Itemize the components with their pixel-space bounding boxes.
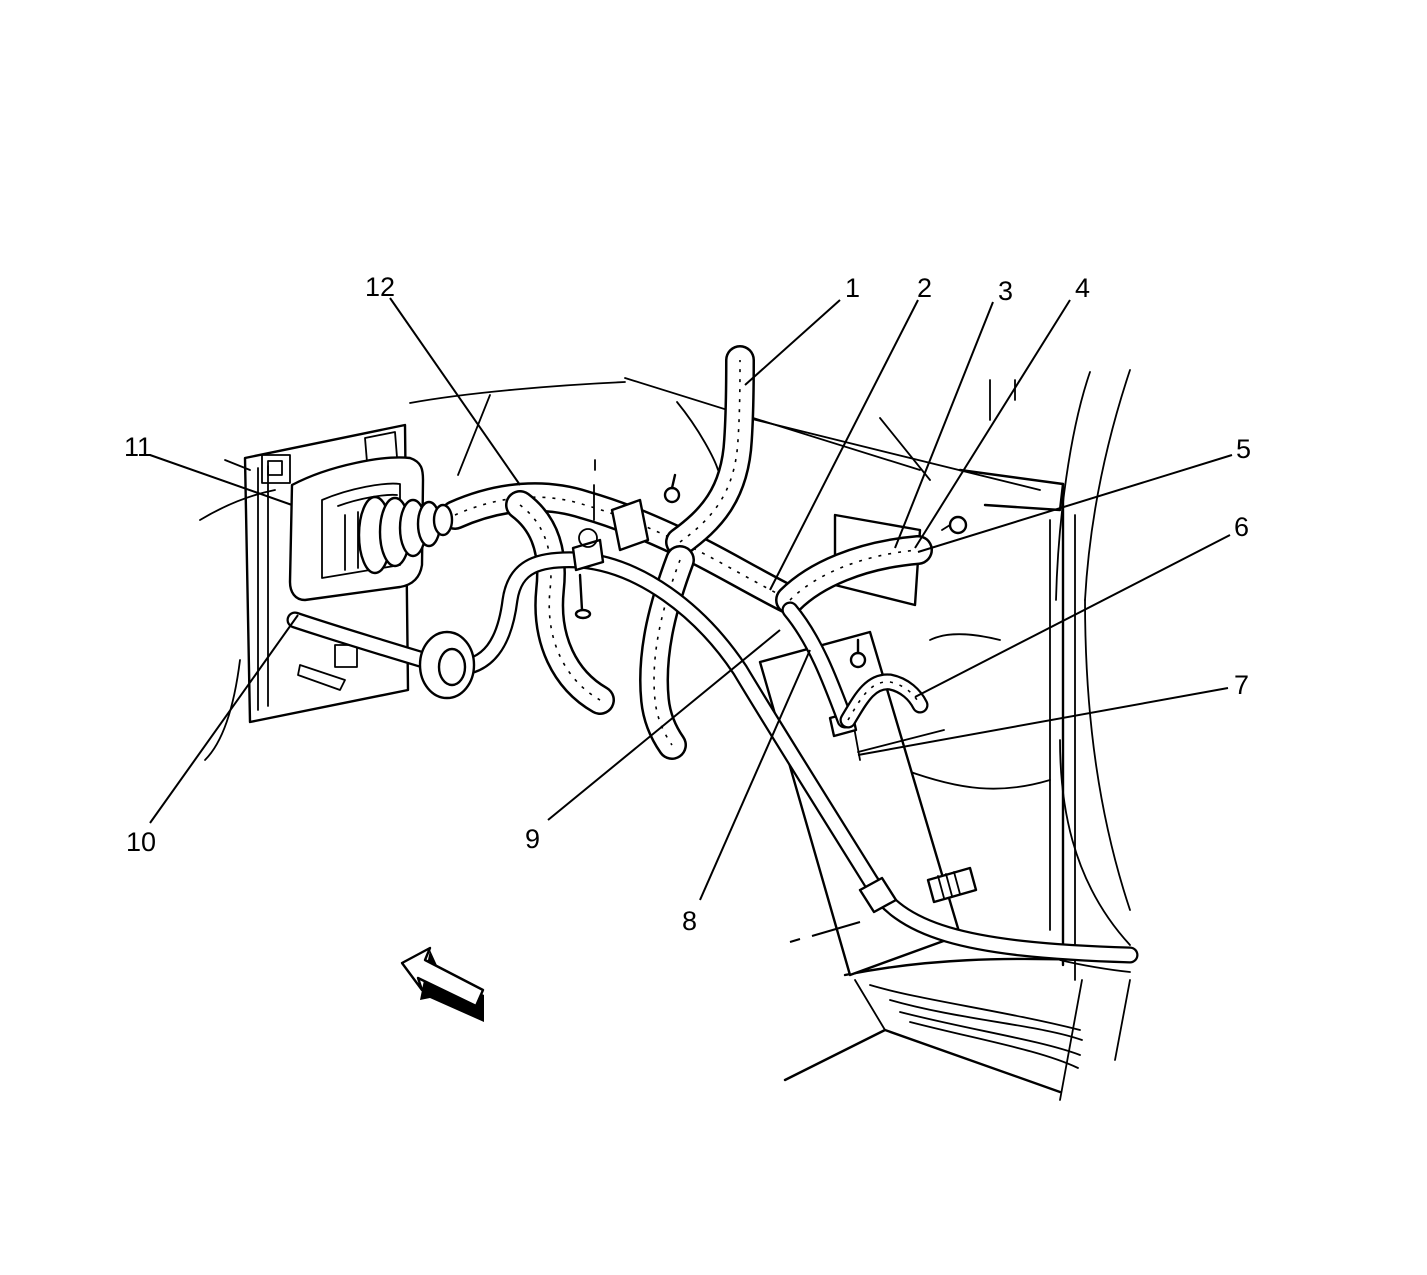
leader-4: [914, 299, 1071, 549]
leader-lines: [149, 297, 1233, 901]
callout-1: 1: [845, 273, 860, 303]
leader-6: [914, 534, 1231, 698]
leader-7: [857, 687, 1229, 756]
callout-3: 3: [998, 276, 1013, 306]
callout-10: 10: [126, 827, 156, 857]
leader-12: [389, 297, 521, 486]
callout-8: 8: [682, 906, 697, 936]
callout-9: 9: [525, 824, 540, 854]
wire-grommet: [418, 630, 476, 700]
callout-2: 2: [917, 273, 932, 303]
leader-10: [149, 614, 299, 824]
leader-8: [699, 649, 811, 901]
leader-11: [149, 454, 293, 506]
harness-bracket: [758, 630, 978, 977]
leader-2: [769, 299, 919, 591]
callout-labels: 1 2 3 4 5 6 7 8 9 10 11 12: [124, 272, 1251, 936]
leader-5: [917, 454, 1233, 553]
callout-11: 11: [124, 432, 152, 462]
view-direction-arrow-icon: [400, 946, 485, 1022]
harness-clips: [571, 459, 898, 943]
callout-5: 5: [1236, 434, 1251, 464]
leader-3: [894, 301, 994, 549]
callout-7: 7: [1234, 670, 1249, 700]
leader-9: [547, 629, 781, 821]
harness-boot: [288, 456, 454, 602]
callout-4: 4: [1075, 273, 1090, 303]
leader-1: [744, 299, 841, 386]
wiring-harness: [286, 345, 1139, 964]
callout-12: 12: [365, 272, 395, 302]
callout-6: 6: [1234, 512, 1249, 542]
